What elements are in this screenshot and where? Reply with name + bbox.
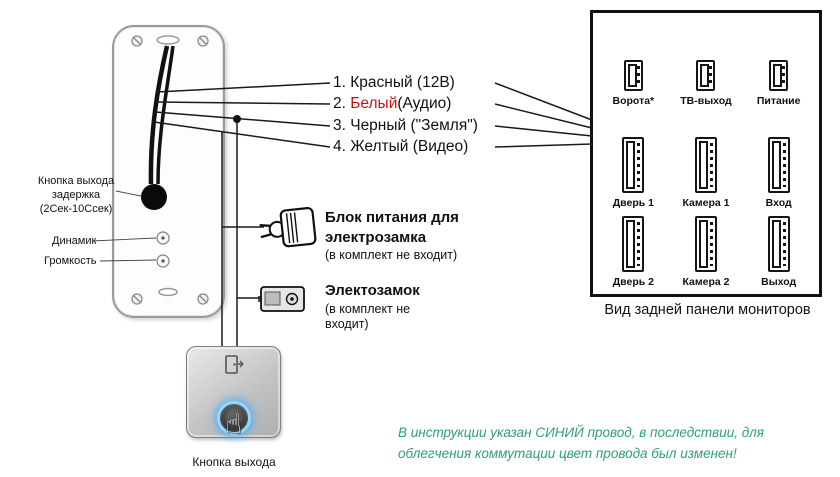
- panel-port-tv-out: ТВ-выход: [670, 23, 743, 107]
- port-label: Выход: [761, 276, 797, 288]
- wire-label-yellow: 4. Желтый (Видео): [333, 136, 468, 157]
- wire-label-text: 4. Желтый (Видео): [333, 138, 469, 155]
- connector-icon: [767, 137, 790, 193]
- panel-port-camera1: Камера 1: [670, 107, 743, 209]
- wire-label-white: 2. Белый(Аудио): [333, 93, 451, 114]
- connector-icon: [696, 60, 716, 91]
- psu-text-block: Блок питания для электрозамка (в комплек…: [325, 208, 495, 264]
- panel-port-input: Вход: [742, 107, 815, 209]
- port-label: Питание: [756, 95, 801, 107]
- psu-title: Блок питания для электрозамка: [325, 209, 459, 246]
- port-label: ТВ-выход: [680, 95, 732, 107]
- wire-label-text: 3. Черный ("Земля"): [333, 117, 478, 134]
- exit-button-illustration: [216, 401, 251, 435]
- connector-icon: [694, 137, 717, 193]
- speaker-label: Динамик: [52, 235, 97, 247]
- panel-port-output: Выход: [742, 209, 815, 288]
- wire-label-black: 3. Черный ("Земля"): [333, 115, 478, 136]
- wire-label-red: 1. Красный (12В): [333, 72, 455, 93]
- lock-text-block: Электозамок (в комплект не входит): [325, 281, 445, 333]
- psu-note: (в комплект не входит): [325, 248, 458, 262]
- port-label: Дверь 1: [612, 197, 654, 209]
- port-label: Камера 2: [682, 276, 730, 288]
- panel-port-power: Питание: [742, 23, 815, 107]
- port-label: Вход: [765, 197, 792, 209]
- door-station-panel: [112, 25, 225, 318]
- pointing-hand-icon: ☝: [225, 409, 242, 439]
- port-label: Ворота*: [612, 95, 655, 107]
- wire-junction-dot: [233, 115, 241, 123]
- panel-port-gates: Ворота*: [597, 23, 670, 107]
- monitor-rear-panel: Ворота* ТВ-выход Питание Дверь 1 Камера …: [590, 10, 822, 297]
- wire-label-text: 1. Красный (12В): [333, 74, 455, 91]
- panel-port-door2: Дверь 2: [597, 209, 670, 288]
- panel-port-camera2: Камера 2: [670, 209, 743, 288]
- connector-icon: [622, 137, 645, 193]
- connector-icon: [623, 60, 643, 91]
- exit-door-icon: [224, 355, 243, 374]
- monitor-panel-caption: Вид задней панели мониторов: [604, 302, 811, 318]
- exit-delay-label: Кнопка выхода задержка (2Сек-10Ссек): [37, 175, 115, 215]
- port-label: Дверь 2: [612, 276, 654, 288]
- connector-icon: [694, 216, 717, 272]
- wire-label-highlight: Белый: [350, 95, 398, 112]
- connector-icon: [769, 60, 789, 91]
- connector-icon: [767, 216, 790, 272]
- wire-label-text: 2.: [333, 95, 351, 112]
- exit-button-caption: Кнопка выхода: [192, 455, 276, 469]
- lock-title: Электозамок: [325, 282, 420, 299]
- exit-button-plate: ☝: [186, 346, 281, 439]
- power-adapter-icon: [259, 206, 317, 248]
- wire-label-text: (Аудио): [397, 95, 452, 112]
- footnote-text: В инструкции указан СИНИЙ провод, в посл…: [398, 425, 765, 461]
- volume-label: Громкость: [44, 255, 97, 267]
- connector-icon: [622, 216, 645, 272]
- lock-note: (в комплект не входит): [325, 301, 411, 332]
- port-label: Камера 1: [682, 197, 730, 209]
- panel-port-door1: Дверь 1: [597, 107, 670, 209]
- electric-lock-icon: [258, 286, 305, 312]
